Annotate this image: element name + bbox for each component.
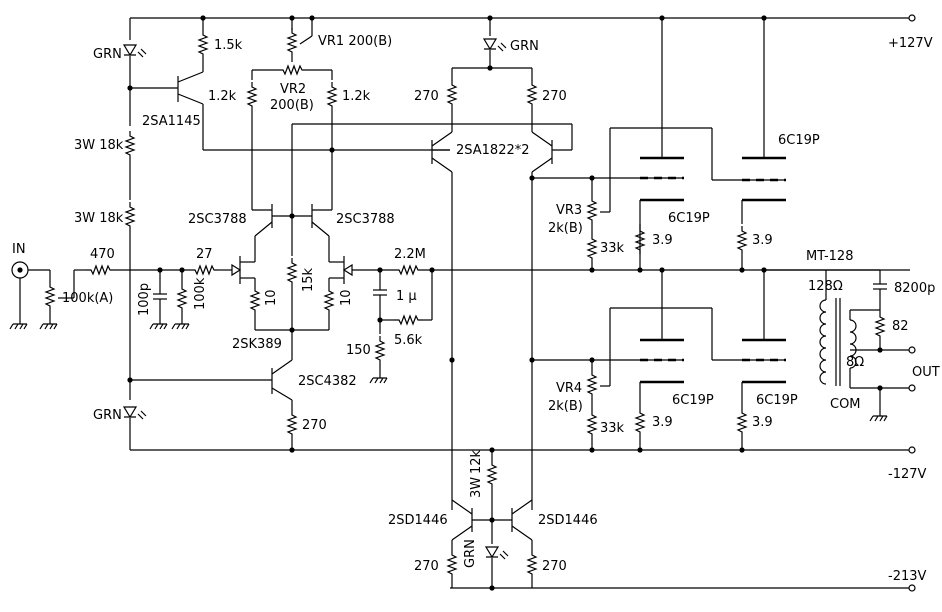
led-label-4: GRN (463, 539, 478, 568)
tube-label-2: 6C19P (668, 211, 710, 226)
rail-label-bottom: -213V (888, 569, 927, 584)
r-470-label: 470 (90, 247, 115, 262)
q-2sk389-label: 2SK389 (232, 337, 282, 352)
led-label-1: GRN (93, 47, 122, 62)
vr1-label: VR1 200(B) (318, 34, 392, 49)
input-network (9, 261, 242, 330)
r-3r9-label-3: 3.9 (652, 415, 673, 430)
r-1k2-label-left: 1.2k (208, 89, 237, 104)
tail-current-source (130, 359, 297, 453)
r-82-label: 82 (892, 319, 909, 334)
q-2sc3788-label-left: 2SC3788 (188, 212, 247, 227)
vr-100k-label: 100k(A) (62, 291, 113, 306)
xfmr-sec-label: 8Ω (846, 355, 864, 370)
input-label: IN (12, 242, 26, 257)
r-10-label-right: 10 (339, 289, 354, 306)
jfet-pair (239, 250, 345, 360)
r-10-label-left: 10 (264, 289, 279, 306)
led-label-2: GRN (93, 408, 122, 423)
r-3w12k-label-a: 3W (469, 477, 484, 498)
r-1k2-label-right: 1.2k (342, 89, 371, 104)
r-2m2-label: 2.2M (394, 247, 426, 262)
r-270-label-top-left: 270 (414, 89, 439, 104)
q-2sa1822-label: 2SA1822*2 (456, 143, 530, 158)
vr3-label-b: 2k(B) (548, 221, 583, 236)
r-5k6-label: 5.6k (394, 333, 423, 348)
r-1k5-label: 1.5k (214, 38, 243, 53)
tube-label-1: 6C19P (778, 133, 820, 148)
q-2sd1446-label-left: 2SD1446 (388, 513, 448, 528)
xfmr-pri-label: 128Ω (808, 279, 843, 294)
vr3-label-a: VR3 (556, 203, 582, 218)
r-3w12k-label-b: 12k (469, 449, 484, 474)
r-3w18k-label-1: 3W 18k (74, 138, 124, 153)
xfmr-label: MT-128 (806, 249, 853, 264)
output-tubes (635, 15, 786, 453)
vr4-label-a: VR4 (556, 381, 582, 396)
com-label: COM (830, 397, 861, 412)
vr2-label-a: VR2 (280, 82, 306, 97)
r-270-label-bottom-left: 270 (414, 559, 439, 574)
r-270-label-top-right: 270 (542, 89, 567, 104)
r-3r9-label-1: 3.9 (652, 233, 673, 248)
cascode-pair (252, 204, 332, 330)
r-3r9-label-4: 3.9 (752, 415, 773, 430)
q-2sc3788-label-right: 2SC3788 (336, 212, 395, 227)
rail-label-top: +127V (888, 36, 933, 51)
vr1-vr2-loads (247, 15, 572, 216)
rail-wires (130, 14, 916, 592)
led-label-3: GRN (510, 39, 539, 54)
r-15k-label: 15k (301, 267, 316, 292)
c-8200p-label: 8200p (894, 281, 935, 296)
r-150-label: 150 (346, 343, 371, 358)
r-27-label: 27 (196, 247, 213, 262)
r-33k-label-2: 33k (600, 421, 625, 436)
driver-pair (431, 15, 573, 510)
r-3w18k-label-2: 3W 18k (74, 211, 124, 226)
c-100p-label: 100p (137, 283, 152, 316)
r-270-label-bottom-right: 270 (542, 559, 567, 574)
r-3r9-label-2: 3.9 (752, 233, 773, 248)
q-2sc4382-label: 2SC4382 (298, 374, 357, 389)
tube-label-3: 6C19P (672, 393, 714, 408)
r-100k-label: 100k (193, 277, 208, 310)
vr4-label-b: 2k(B) (548, 399, 583, 414)
rail-label-neg: -127V (888, 467, 927, 482)
r-33k-label-1: 33k (600, 241, 625, 256)
c-1u-label: 1 μ (396, 289, 417, 304)
vr2-label-b: 200(B) (270, 98, 314, 113)
left-bias-chain (123, 15, 450, 450)
output-label: OUT (912, 365, 940, 380)
q-2sa1145-label: 2SA1145 (142, 114, 201, 129)
bottom-current-source (447, 447, 537, 591)
q-2sd1446-label-right: 2SD1446 (538, 513, 598, 528)
r-270-label-mid: 270 (302, 418, 327, 433)
output-transformer (764, 269, 916, 422)
tube-label-4: 6C19P (756, 393, 798, 408)
